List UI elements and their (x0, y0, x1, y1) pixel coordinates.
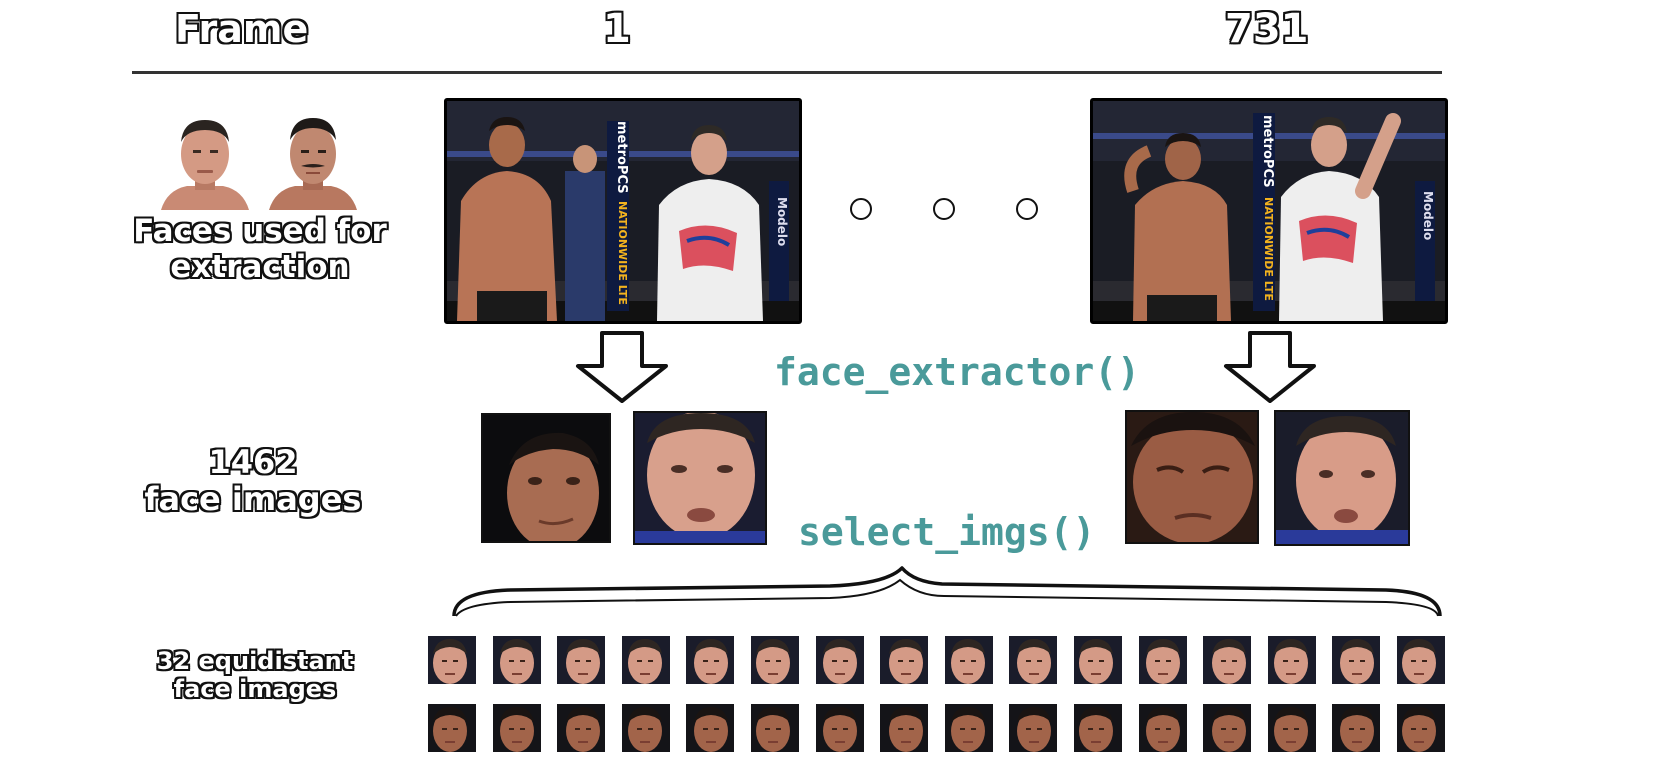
frame-731-sponsor-b: NATIONWIDE LTE (1262, 197, 1275, 301)
frame-1-sponsor-b: NATIONWIDE LTE (616, 201, 629, 305)
frame-1-image: metroPCS NATIONWIDE LTE Modelo (444, 98, 802, 324)
sample-caption-line-1: 32 equidistant (156, 647, 354, 675)
sampled-face-27 (1074, 704, 1122, 752)
face-count-number: 1462 (208, 443, 298, 481)
frame-731-image: metroPCS NATIONWIDE LTE Modelo (1090, 98, 1448, 324)
sampled-face-22 (751, 704, 799, 752)
sampled-face-2 (492, 636, 541, 684)
sampled-face-10 (1009, 636, 1058, 684)
sampled-face-15 (1332, 636, 1381, 684)
sampled-face-17 (428, 704, 476, 752)
sample-caption: 32 equidistant face images (140, 647, 370, 703)
sampled-face-23 (815, 704, 864, 752)
sampled-face-18 (492, 704, 541, 752)
sampled-face-12 (1138, 636, 1187, 684)
sampled-face-7 (815, 636, 864, 684)
extracted-face-4 (1274, 410, 1410, 546)
first-frame-number: 1 (603, 6, 631, 52)
reference-face-colby (157, 112, 253, 210)
sampled-face-30 (1267, 704, 1316, 752)
frame-1-sponsor-a: metroPCS (614, 121, 629, 194)
frame-731-sponsor-a: metroPCS (1260, 115, 1275, 188)
sampled-face-16 (1397, 636, 1445, 684)
face-count-unit: face images (144, 479, 362, 518)
header-divider (132, 71, 1442, 74)
selection-brace (452, 566, 1442, 617)
sampled-face-4 (621, 636, 670, 684)
down-arrow-left (576, 331, 668, 403)
faces-caption-line-2: extraction (170, 248, 350, 285)
sampled-face-20 (621, 704, 670, 752)
frame-1-sponsor-c: Modelo (775, 197, 789, 247)
sampled-face-21 (686, 704, 735, 752)
extracted-face-3 (1125, 410, 1259, 544)
ellipsis-dot-2 (933, 198, 955, 220)
sampled-face-3 (557, 636, 606, 684)
sampled-face-9 (944, 636, 993, 684)
select-imgs-function: select_imgs() (798, 510, 1096, 554)
frame-header-label: Frame (175, 7, 309, 51)
sampled-face-6 (751, 636, 799, 684)
sample-caption-line-2: face images (173, 674, 337, 703)
sampled-face-1 (428, 636, 476, 684)
extracted-face-1 (481, 413, 611, 543)
reference-face-rafael (265, 112, 361, 210)
frame-731-sponsor-c: Modelo (1421, 191, 1435, 241)
sampled-face-26 (1009, 704, 1058, 752)
ellipsis-dot-1 (850, 198, 872, 220)
sampled-face-8 (880, 636, 929, 684)
sampled-face-19 (557, 704, 606, 752)
last-frame-number: 731 (1225, 6, 1309, 52)
face-count-caption: 1462 face images (138, 444, 368, 518)
sampled-face-11 (1074, 636, 1122, 684)
sampled-face-25 (944, 704, 993, 752)
faces-caption-line-1: Faces used for (133, 213, 387, 249)
sampled-face-29 (1203, 704, 1252, 752)
sampled-face-31 (1332, 704, 1381, 752)
sampled-face-5 (686, 636, 735, 684)
down-arrow-right (1224, 331, 1316, 403)
ellipsis-dot-3 (1016, 198, 1038, 220)
sampled-face-14 (1267, 636, 1316, 684)
sampled-face-28 (1138, 704, 1187, 752)
sampled-face-24 (880, 704, 929, 752)
face-extractor-function: face_extractor() (774, 350, 1141, 394)
sampled-face-13 (1203, 636, 1252, 684)
sampled-face-32 (1397, 704, 1445, 752)
faces-caption: Faces used for extraction (130, 213, 390, 285)
extracted-face-2 (633, 411, 767, 545)
